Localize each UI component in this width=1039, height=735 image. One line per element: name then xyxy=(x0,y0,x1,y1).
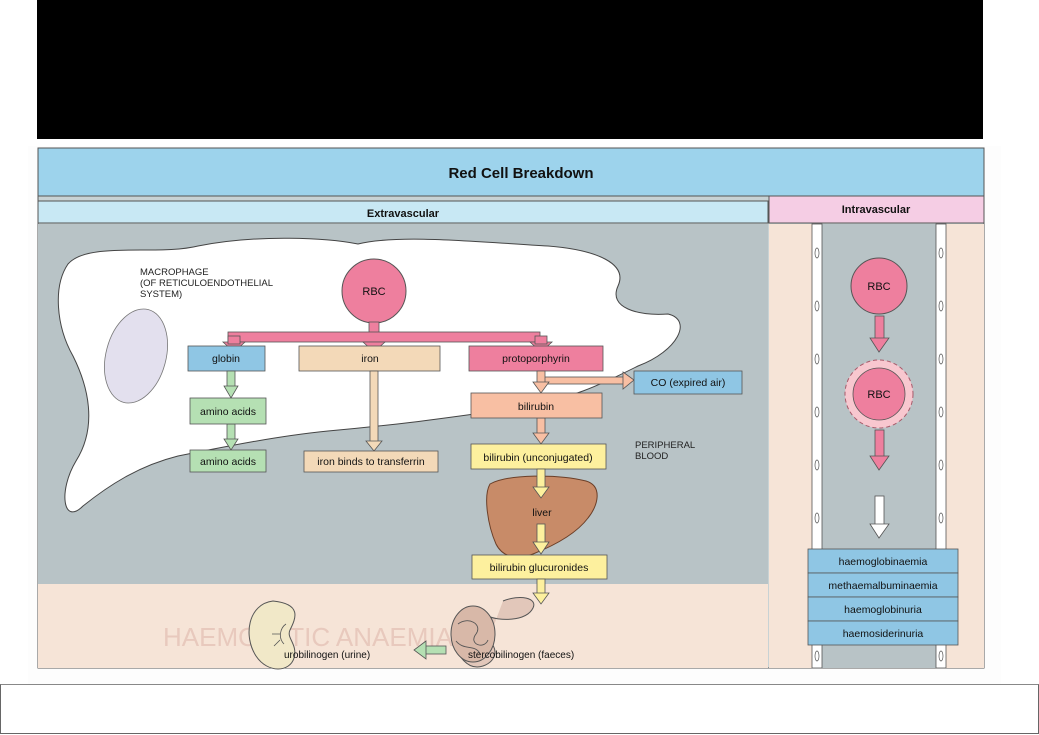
gut-arrow xyxy=(532,578,550,605)
vessel-wall-right xyxy=(935,223,947,669)
co-arrow-shaft xyxy=(539,376,626,385)
unconjugated-bilirubin-label: bilirubin (unconjugated) xyxy=(483,452,592,464)
peripheral-blood-label: PERIPHERAL BLOOD xyxy=(635,440,697,462)
title-bar xyxy=(37,147,985,197)
condition-box-haemosiderinuria xyxy=(807,620,959,646)
bilirubin-label: bilirubin xyxy=(518,401,554,413)
haemolysis-arrow-1 xyxy=(869,315,890,353)
condition-label-haemoglobinaemia: haemoglobinaemia xyxy=(839,556,928,568)
condition-label-methaemalbuminaemia: methaemalbuminaemia xyxy=(828,580,937,592)
globin-label: globin xyxy=(212,353,240,365)
protoporphyrin-box xyxy=(468,345,604,372)
lower-background xyxy=(38,584,768,668)
black-banner xyxy=(37,0,983,139)
transferrin-box xyxy=(303,450,439,473)
vessel-wall-left xyxy=(811,223,823,669)
amino-acids-label-2: amino acids xyxy=(200,456,256,468)
condition-label-haemosiderinuria: haemosiderinuria xyxy=(843,628,924,640)
bilirubin-glucuronides-label: bilirubin glucuronides xyxy=(490,562,589,574)
iron-label: iron xyxy=(361,353,379,365)
macrophage-label: MACROPHAGE (OF RETICULOENDOTHELIAL SYSTE… xyxy=(140,267,275,300)
intravascular-label: Intravascular xyxy=(842,204,911,216)
intravascular-header xyxy=(768,195,985,224)
iron-arrow xyxy=(365,370,383,452)
liver-shape xyxy=(486,475,598,558)
condition-box-methaemalbuminaemia xyxy=(807,572,959,598)
amino-acids-box-1 xyxy=(189,397,267,425)
kidney-icon xyxy=(248,600,296,670)
liver-arrows xyxy=(532,468,550,555)
urine-arrow xyxy=(413,640,447,660)
macrophage-cell xyxy=(57,237,681,513)
unconjugated-bilirubin-box xyxy=(470,443,607,470)
faint-watermark: HAEMOLYTIC ANAEMIA xyxy=(163,622,454,652)
amino-acids-box-2 xyxy=(189,449,267,473)
condition-label-haemoglobinuria: haemoglobinuria xyxy=(844,604,922,616)
haemolysis-arrow-3 xyxy=(869,495,890,539)
diagram-title: Red Cell Breakdown xyxy=(448,165,593,182)
bilirubin-box xyxy=(470,392,603,419)
globin-box xyxy=(187,345,266,372)
co-arrow-head xyxy=(622,371,635,390)
co-box xyxy=(633,370,743,395)
extravascular-header xyxy=(37,200,769,224)
caption-box xyxy=(0,684,1039,734)
transferrin-label: iron binds to transferrin xyxy=(317,456,425,468)
liver-label: liver xyxy=(532,507,552,519)
intestine-icon xyxy=(450,597,535,668)
macrophage-nucleus xyxy=(104,308,168,404)
globin-arrows xyxy=(223,370,239,451)
co-label: CO (expired air) xyxy=(651,377,726,389)
iron-box xyxy=(298,345,441,372)
intravascular-rbc-label: RBC xyxy=(867,281,890,293)
protoporphyrin-label: protoporphyrin xyxy=(502,353,570,365)
urobilinogen-label: urobilinogen (urine) xyxy=(284,650,370,661)
extravascular-label: Extravascular xyxy=(367,208,440,220)
stercobilinogen-label: stercobilinogen (faeces) xyxy=(468,650,574,661)
bilirubin-glucuronides-box xyxy=(471,554,608,580)
condition-box-haemoglobinaemia xyxy=(807,548,959,574)
amino-acids-label-1: amino acids xyxy=(200,406,256,418)
haemolysis-arrow-2 xyxy=(869,429,890,471)
intravascular-rbc-node xyxy=(850,257,908,315)
diagram-slide: Red Cell Breakdown Extravascular Intrava… xyxy=(28,146,1001,684)
red-cell-breakdown-diagram: Red Cell Breakdown Extravascular Intrava… xyxy=(37,147,985,670)
rbc-label: RBC xyxy=(362,286,385,298)
lysing-rbc-label: RBC xyxy=(867,389,890,401)
lysing-rbc-node xyxy=(852,367,906,421)
